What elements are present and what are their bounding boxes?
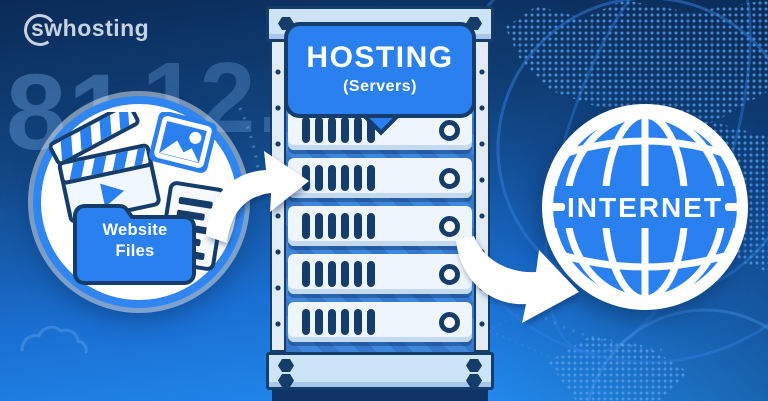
label-dash-left	[549, 203, 565, 211]
internet-globe: INTERNET	[542, 104, 748, 310]
server-slot	[315, 117, 323, 143]
server-slot	[315, 261, 323, 287]
server-indicator-light	[439, 311, 460, 333]
server-slot	[328, 213, 336, 239]
server-slot	[367, 261, 375, 287]
server-slot	[354, 309, 362, 335]
server-slot	[354, 261, 362, 287]
server-slot	[302, 309, 310, 335]
server-slots	[302, 117, 375, 143]
photo-icon	[149, 112, 217, 173]
server-slot	[315, 165, 323, 191]
clapperboard-icon	[49, 112, 161, 224]
folder-label: Website Files	[75, 220, 195, 263]
server-unit	[288, 158, 472, 198]
server-slots	[302, 213, 375, 239]
server-slot	[328, 117, 336, 143]
server-slots	[302, 261, 375, 287]
server-slot	[328, 309, 336, 335]
server-slot	[341, 261, 349, 287]
server-slot	[367, 309, 375, 335]
folder-icon	[73, 204, 196, 285]
server-indicator-light	[439, 119, 460, 141]
server-slot	[367, 213, 375, 239]
server-slot	[328, 261, 336, 287]
server-slot	[302, 117, 310, 143]
server-slot	[302, 213, 310, 239]
server-slot	[315, 309, 323, 335]
server-indicator-light	[439, 215, 460, 237]
server-slot	[354, 213, 362, 239]
server-slots	[302, 165, 375, 191]
hosting-subtitle: (Servers)	[343, 78, 417, 95]
rack-base-shadow	[272, 390, 488, 401]
server-slot	[328, 165, 336, 191]
server-slot	[367, 165, 375, 191]
bolt-icon	[278, 359, 294, 372]
server-unit	[288, 254, 472, 294]
server-slot	[341, 213, 349, 239]
files-illustration	[49, 112, 227, 285]
hosting-title: HOSTING	[306, 41, 454, 74]
bolt-icon	[466, 359, 482, 372]
rack-bottom-bar	[266, 352, 494, 390]
server-slot	[341, 165, 349, 191]
server-slot	[341, 309, 349, 335]
server-slot	[302, 165, 310, 191]
server-slot	[354, 117, 362, 143]
hosting-speech-bubble: HOSTING (Servers)	[284, 22, 476, 118]
server-unit	[288, 206, 472, 246]
server-slot	[367, 117, 375, 143]
server-slots	[302, 309, 375, 335]
internet-label: INTERNET	[567, 192, 723, 223]
bolt-icon	[466, 374, 482, 387]
rack-rail-right	[474, 40, 490, 352]
server-slot	[315, 213, 323, 239]
folder-label-line2: Files	[115, 242, 155, 261]
server-rack: HOSTING (Servers)	[264, 0, 496, 401]
server-list	[288, 110, 472, 350]
server-indicator-light	[439, 167, 460, 189]
brand-logo: swhosting	[21, 11, 150, 49]
label-dash-right	[725, 203, 741, 211]
bolt-icon	[278, 374, 294, 387]
folder-label-line1: Website	[102, 221, 168, 239]
logo-text: swhosting	[31, 15, 150, 41]
website-files-circle: Website Files	[33, 96, 245, 308]
server-indicator-light	[439, 263, 460, 285]
server-unit	[288, 302, 472, 342]
server-slot	[302, 261, 310, 287]
server-slot	[341, 117, 349, 143]
server-slot	[354, 165, 362, 191]
